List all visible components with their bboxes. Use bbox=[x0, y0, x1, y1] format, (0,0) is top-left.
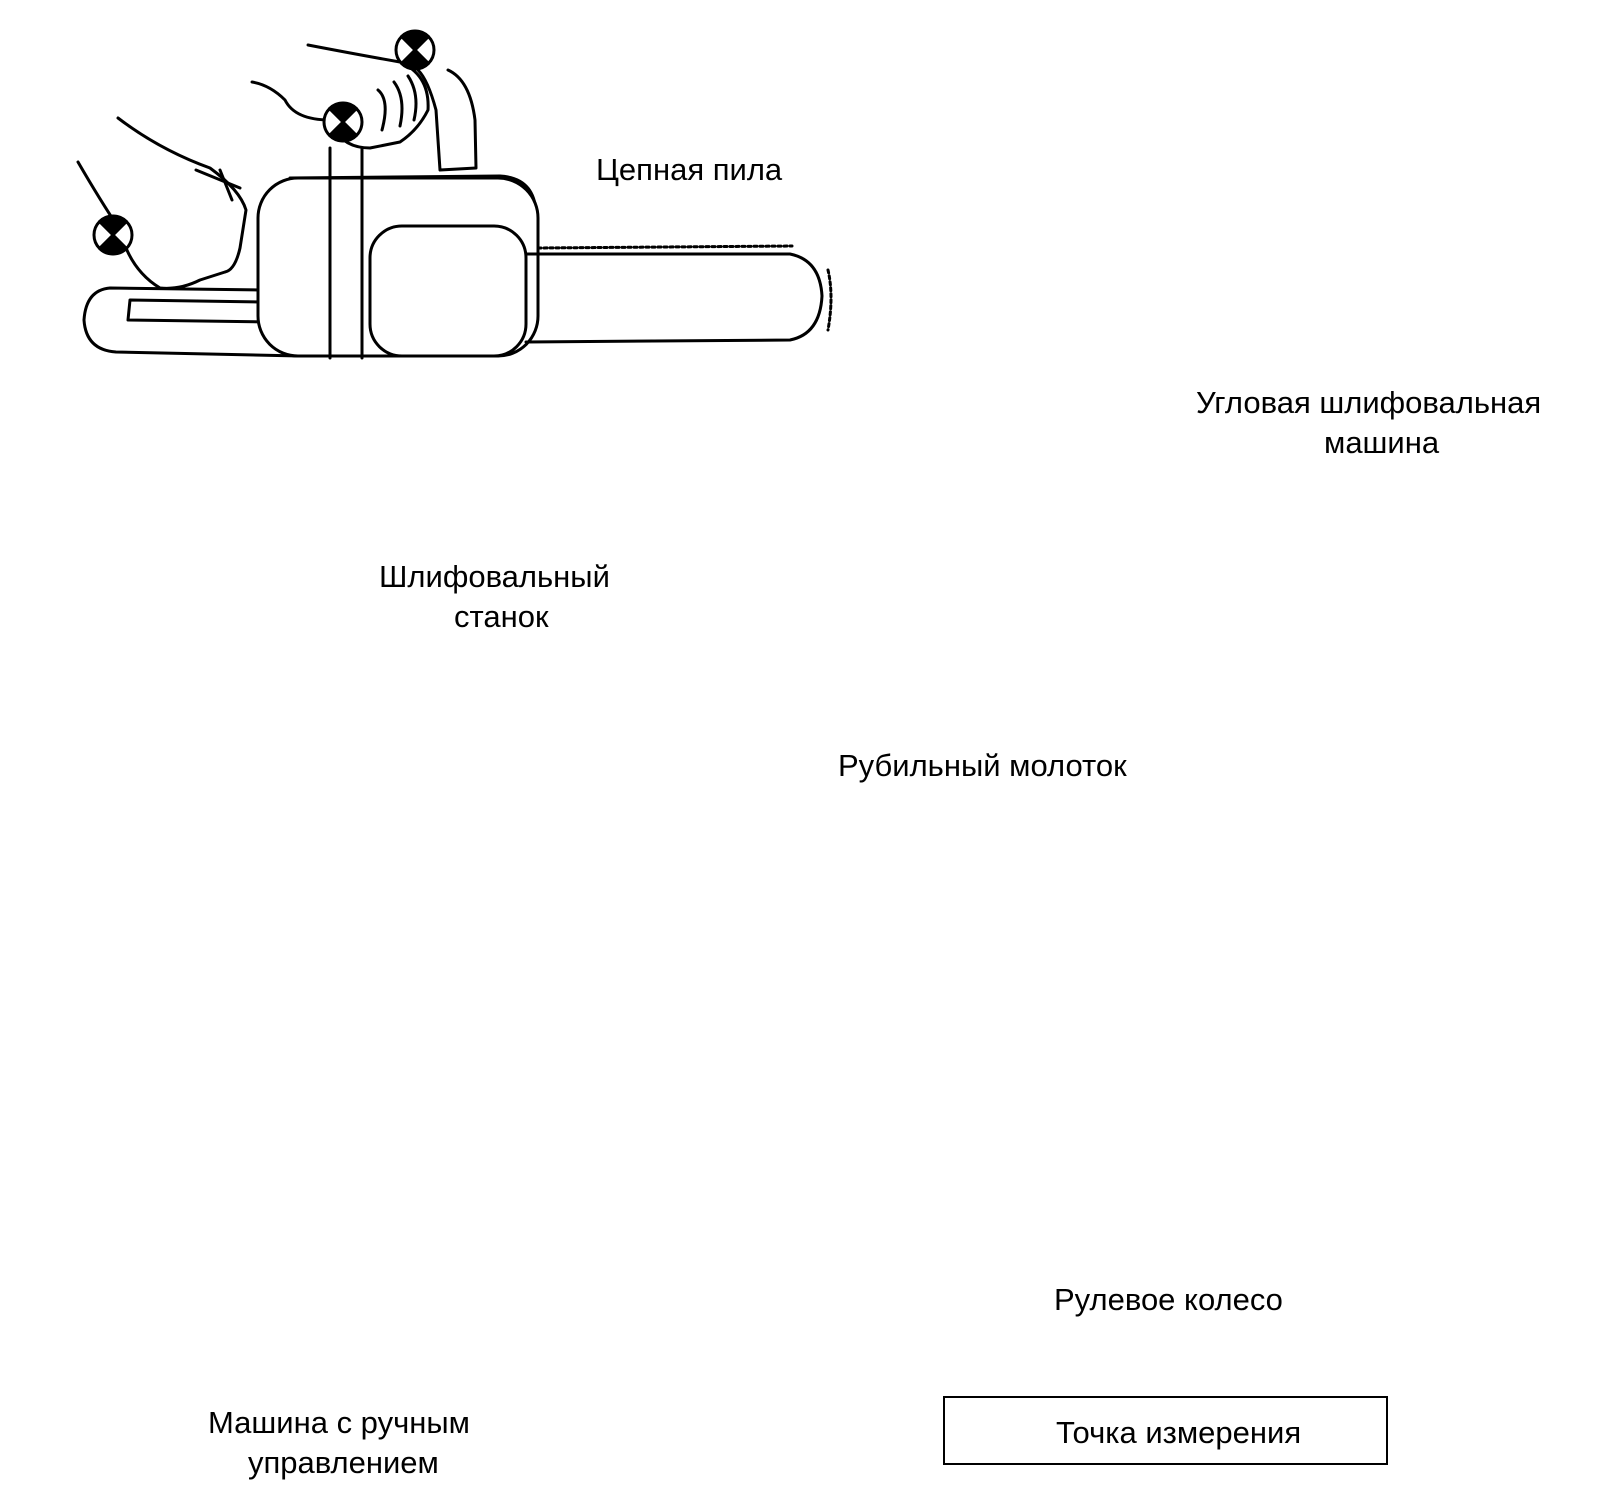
label-angle-grinder-line1: Угловая шлифовальная bbox=[1196, 385, 1542, 420]
label-grinding-machine-line2: станок bbox=[454, 599, 549, 634]
legend-label: Точка измерения bbox=[1056, 1415, 1302, 1450]
label-hand-guided-machine-line1: Машина с ручным bbox=[208, 1405, 470, 1440]
label-steering-wheel: Рулевое колесо bbox=[1054, 1282, 1283, 1317]
label-angle-grinder-line2: машина bbox=[1324, 425, 1440, 460]
legend bbox=[943, 1396, 1388, 1465]
label-chipping-hammer: Рубильный молоток bbox=[838, 748, 1127, 783]
chainsaw-illustration bbox=[78, 29, 831, 358]
label-grinding-machine-line1: Шлифовальный bbox=[379, 559, 610, 594]
label-chainsaw: Цепная пила bbox=[596, 152, 783, 187]
label-hand-guided-machine-line2: управлением bbox=[248, 1445, 439, 1480]
